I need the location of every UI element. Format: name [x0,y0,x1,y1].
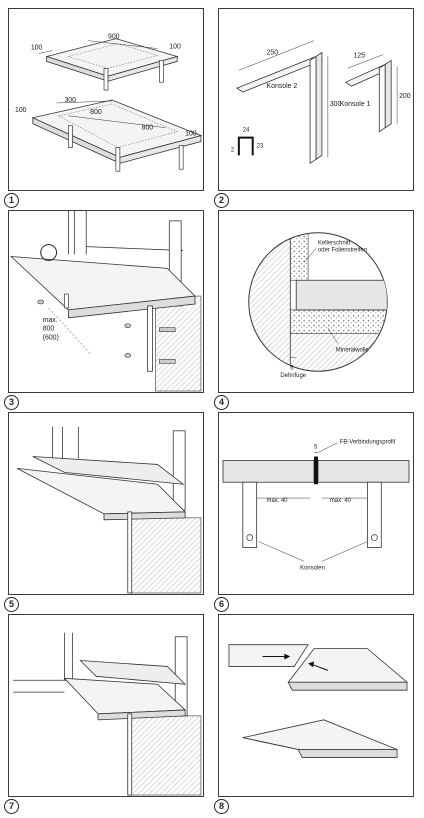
panel-3-mounting: max. 800 (600) [8,210,204,393]
panel-8-drawing [228,644,409,758]
panel-2-drawing: 250 300 Konsole 2 125 200 Konsole 1 24 2… [231,40,411,165]
mineral-wool-label: Mineralwolle [336,347,370,353]
max-left-label: max. 40 [267,498,289,504]
profile-dim-right: 23 [257,143,264,149]
lower-dim-center: 800 [90,109,102,116]
panel-6-joint-profile: 5 FB-Verbindungsprofil max. 40 max. 40 K… [218,412,414,595]
max-distance-value: 800 [43,326,55,333]
panel-5-placing-sill [8,412,204,595]
step-number-5: 5 [4,597,19,612]
panel-2-consoles: 250 300 Konsole 2 125 200 Konsole 1 24 2… [218,8,414,191]
panel-1-sill-dimensions: 100 900 100 100 300 800 800 100 [8,8,204,191]
panel-5-drawing [16,426,202,594]
consoles-label: Konsolen [300,565,325,571]
panel-7-installed-sill [8,614,204,797]
konsole1-label: Konsole 1 [340,101,371,108]
cellar-cut-sublabel: oder Folienstreifen [318,248,367,254]
step-number-2: 2 [214,193,229,208]
step-number-6: 6 [214,597,229,612]
expansion-joint-label: Dehnfuge [280,373,306,379]
cellar-cut-label: Kellerschnitt [318,241,351,247]
lower-dim-right-span: 800 [142,125,154,132]
step-number-7: 7 [4,799,19,814]
lower-dim-top: 300 [64,97,76,104]
step-number-8: 8 [214,799,229,814]
panel-3-drawing: max. 800 (600) [9,211,202,392]
panel-7-drawing [13,632,202,796]
profile-dim-top: 24 [243,128,250,134]
lower-dim-left: 100 [15,107,27,114]
panel-6-drawing: 5 FB-Verbindungsprofil max. 40 max. 40 K… [222,440,410,571]
lower-dim-right: 100 [185,131,197,138]
panel-4-expansion-joint: Kellerschnitt oder Folienstreifen Minera… [218,210,414,393]
upper-dim-left: 100 [31,45,43,52]
konsole2-width: 250 [267,49,279,56]
panel-4-drawing: Kellerschnitt oder Folienstreifen Minera… [248,232,388,379]
step-number-3: 3 [4,395,19,410]
max-distance-label: max. [43,317,58,324]
max-right-label: max. 40 [330,498,352,504]
max-distance-alt: (600) [43,335,59,342]
panel-8-joining-sills [218,614,414,797]
konsole2-label: Konsole 2 [267,83,298,90]
konsole2-height: 300 [330,101,342,108]
upper-dim-middle: 900 [108,34,120,41]
joint-gap-value: 5 [314,445,318,451]
panel-1-drawing: 100 900 100 100 300 800 800 100 [15,34,203,172]
profile-label: FB-Verbindungsprofil [340,440,395,446]
step-number-4: 4 [214,395,229,410]
step-number-1: 1 [4,193,19,208]
konsole1-height: 200 [399,93,411,100]
profile-dim-left: 2 [231,147,234,153]
konsole1-width: 125 [354,52,366,59]
gap-value: 6 [290,365,294,371]
upper-dim-right: 100 [169,44,181,51]
